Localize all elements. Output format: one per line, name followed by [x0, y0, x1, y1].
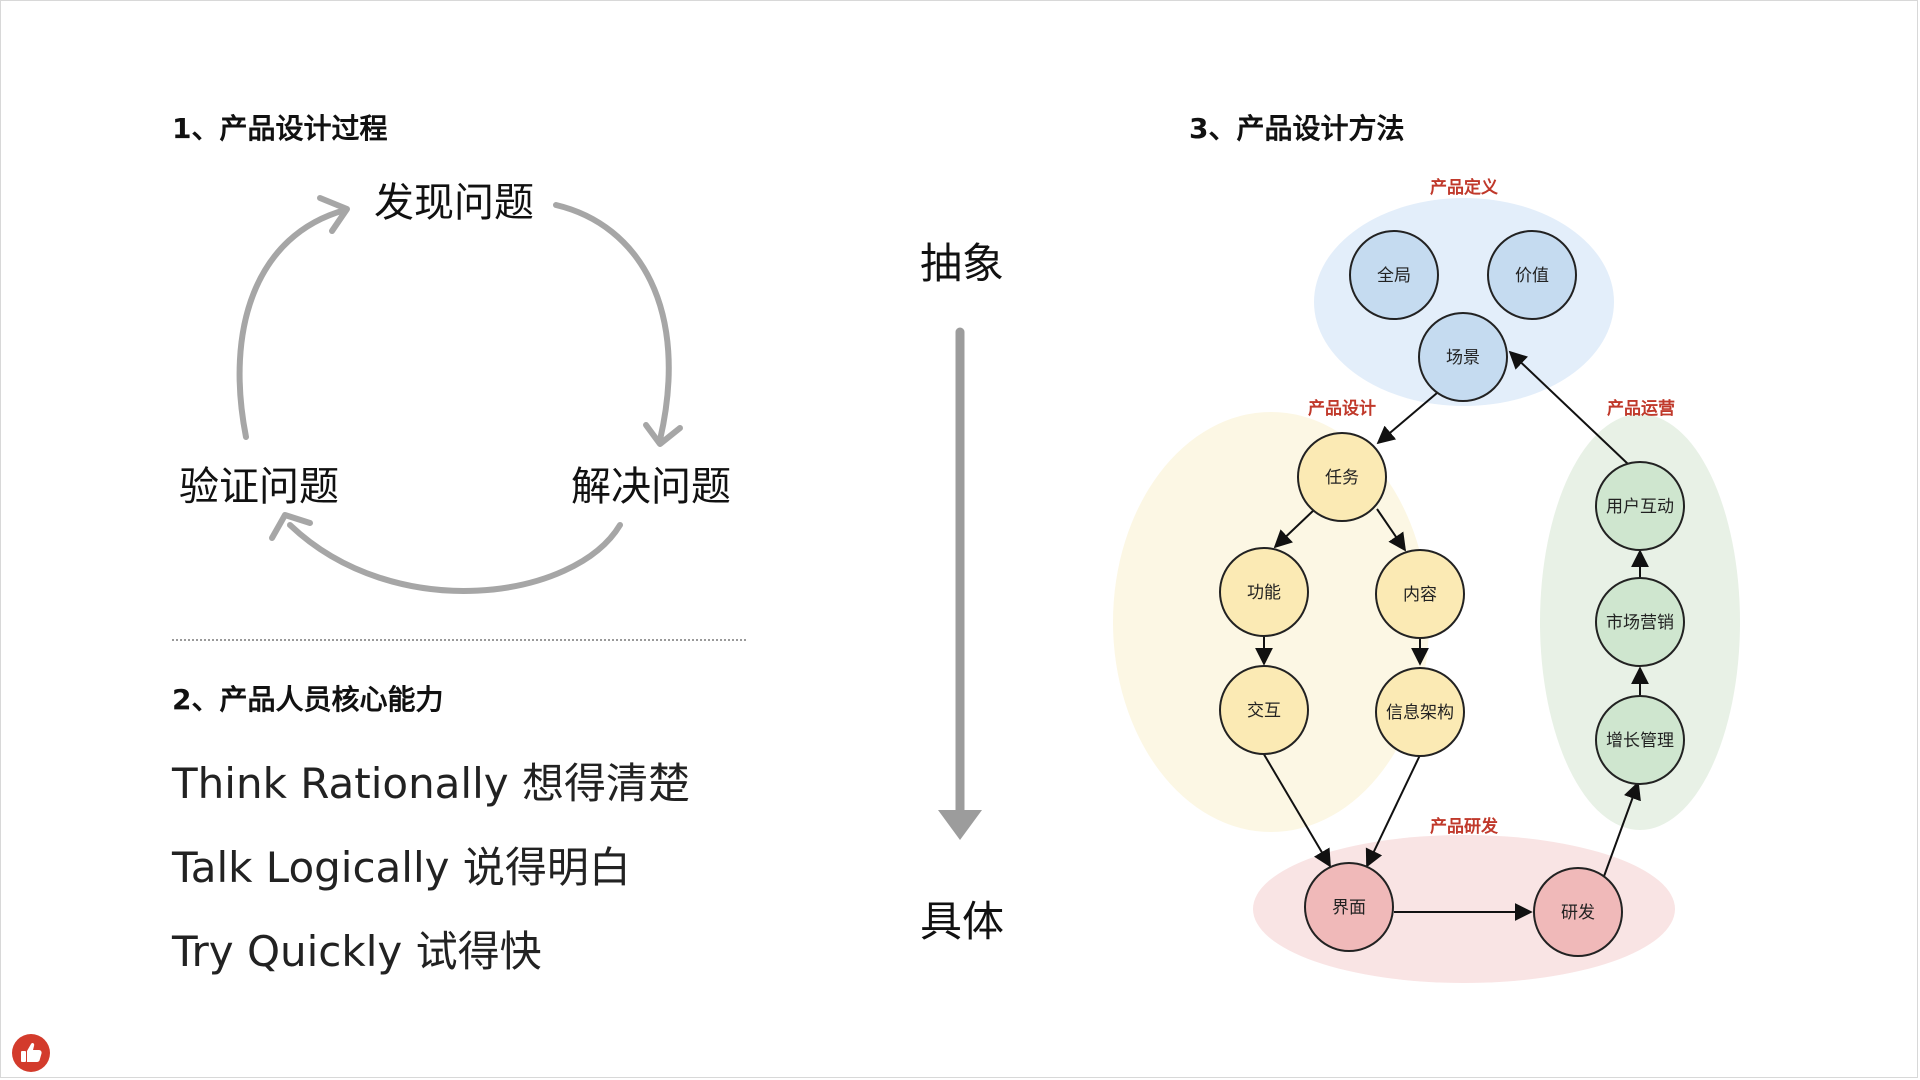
- edge-infoarch-interface: [1365, 752, 1422, 868]
- group-label-design: 产品设计: [1308, 398, 1376, 419]
- arrow-discover-to-solve-head: [643, 422, 683, 447]
- ability-think: Think Rationally 想得清楚: [172, 759, 690, 808]
- node-label-global: 全局: [1377, 266, 1411, 286]
- node-marketing: [1595, 577, 1685, 667]
- ability-talk: Talk Logically 说得明白: [172, 843, 631, 892]
- node-value: [1487, 230, 1577, 320]
- group-label-development: 产品研发: [1430, 816, 1499, 837]
- node-task: [1297, 432, 1387, 522]
- node-info-arch: [1375, 667, 1465, 757]
- arrow-verify-to-discover: [236, 207, 348, 440]
- section-divider: [172, 639, 746, 641]
- node-content: [1375, 549, 1465, 639]
- node-interface: [1304, 862, 1394, 952]
- group-label-definition: 产品定义: [1430, 177, 1498, 198]
- edge-task-content: [1376, 508, 1407, 552]
- node-label-info-arch: 信息架构: [1386, 703, 1454, 723]
- node-user-interaction: [1595, 461, 1685, 551]
- node-label-rnd: 研发: [1561, 903, 1595, 923]
- group-label-operation: 产品运营: [1607, 398, 1675, 419]
- arrow-solve-to-verify: [287, 522, 623, 594]
- node-growth: [1595, 695, 1685, 785]
- cycle-diagram: [236, 195, 683, 594]
- edge-rnd-growth: [1602, 781, 1641, 880]
- edge-userinteraction-scene: [1508, 350, 1629, 465]
- cycle-node-discover: 发现问题: [374, 180, 534, 226]
- axis-label-abstract: 抽象: [920, 239, 1005, 288]
- ability-try: Try Quickly 试得快: [172, 927, 542, 976]
- node-scene: [1418, 312, 1508, 402]
- node-label-interaction: 交互: [1247, 701, 1281, 721]
- cycle-node-solve: 解决问题: [571, 464, 731, 510]
- node-label-scene: 场景: [1446, 348, 1480, 368]
- node-label-function: 功能: [1247, 583, 1281, 603]
- node-function: [1219, 547, 1309, 637]
- edge-interaction-interface: [1261, 750, 1331, 868]
- axis-label-concrete: 具体: [920, 897, 1005, 946]
- like-button[interactable]: [12, 1034, 50, 1072]
- edge-task-function: [1273, 508, 1316, 549]
- cycle-node-verify: 验证问题: [179, 464, 339, 510]
- node-rnd: [1533, 867, 1623, 957]
- node-label-growth: 增长管理: [1606, 731, 1674, 751]
- node-label-task: 任务: [1325, 468, 1359, 488]
- node-label-marketing: 市场营销: [1606, 613, 1674, 633]
- arrow-verify-to-discover-head: [317, 195, 350, 234]
- node-label-user-interaction: 用户互动: [1606, 497, 1674, 517]
- node-label-interface: 界面: [1332, 898, 1366, 918]
- arrow-discover-to-solve: [553, 202, 672, 443]
- section-title-process: 1、产品设计过程: [172, 112, 388, 145]
- edge-scene-task: [1376, 392, 1438, 445]
- node-interaction: [1219, 665, 1309, 755]
- node-global: [1349, 230, 1439, 320]
- thumbs-up-icon: [21, 1042, 42, 1062]
- node-label-value: 价值: [1515, 266, 1549, 286]
- arrow-solve-to-verify-head: [269, 512, 313, 541]
- section-title-method: 3、产品设计方法: [1189, 112, 1405, 145]
- section-title-abilities: 2、产品人员核心能力: [172, 683, 444, 716]
- node-label-content: 内容: [1403, 585, 1437, 605]
